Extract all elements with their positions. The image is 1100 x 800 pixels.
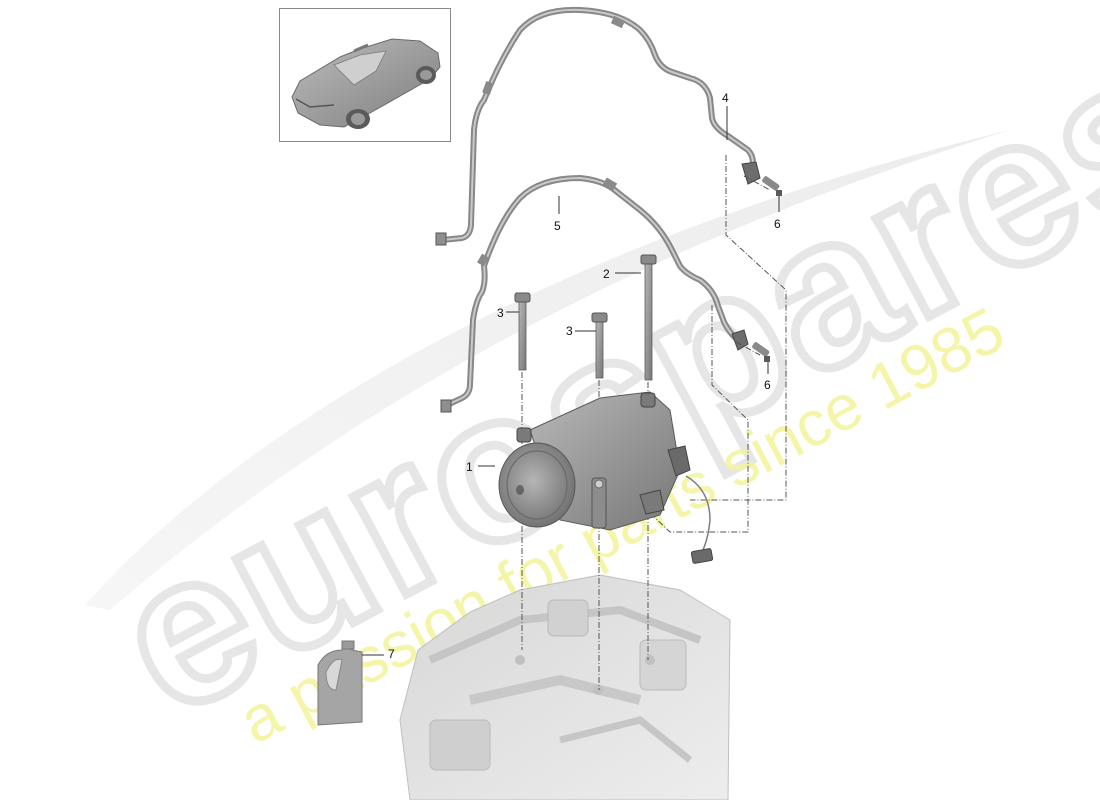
callout-2[interactable]: 2: [603, 267, 610, 281]
leader-lines: [362, 106, 780, 656]
bolt-3-left: [514, 292, 531, 371]
vehicle-thumbnail: [279, 8, 451, 142]
callout-6-upper[interactable]: 6: [774, 217, 781, 231]
callout-3-left[interactable]: 3: [497, 306, 504, 320]
callout-7[interactable]: 7: [388, 647, 395, 661]
screw-upper: [762, 176, 782, 196]
oil-container: [317, 640, 363, 726]
car-icon: [291, 38, 441, 129]
refrigerant-line-upper: [435, 6, 761, 246]
engine-block: [399, 574, 731, 800]
screw-lower: [752, 342, 770, 362]
callout-6-lower[interactable]: 6: [764, 378, 771, 392]
bolt-3-right: [591, 312, 608, 379]
callout-3-right[interactable]: 3: [566, 324, 573, 338]
ac-compressor: [498, 391, 714, 564]
callout-5[interactable]: 5: [554, 219, 561, 233]
callout-4[interactable]: 4: [722, 91, 729, 105]
callout-1[interactable]: 1: [466, 460, 473, 474]
bolt-2: [640, 254, 657, 381]
refrigerant-line-lower: [440, 175, 749, 413]
